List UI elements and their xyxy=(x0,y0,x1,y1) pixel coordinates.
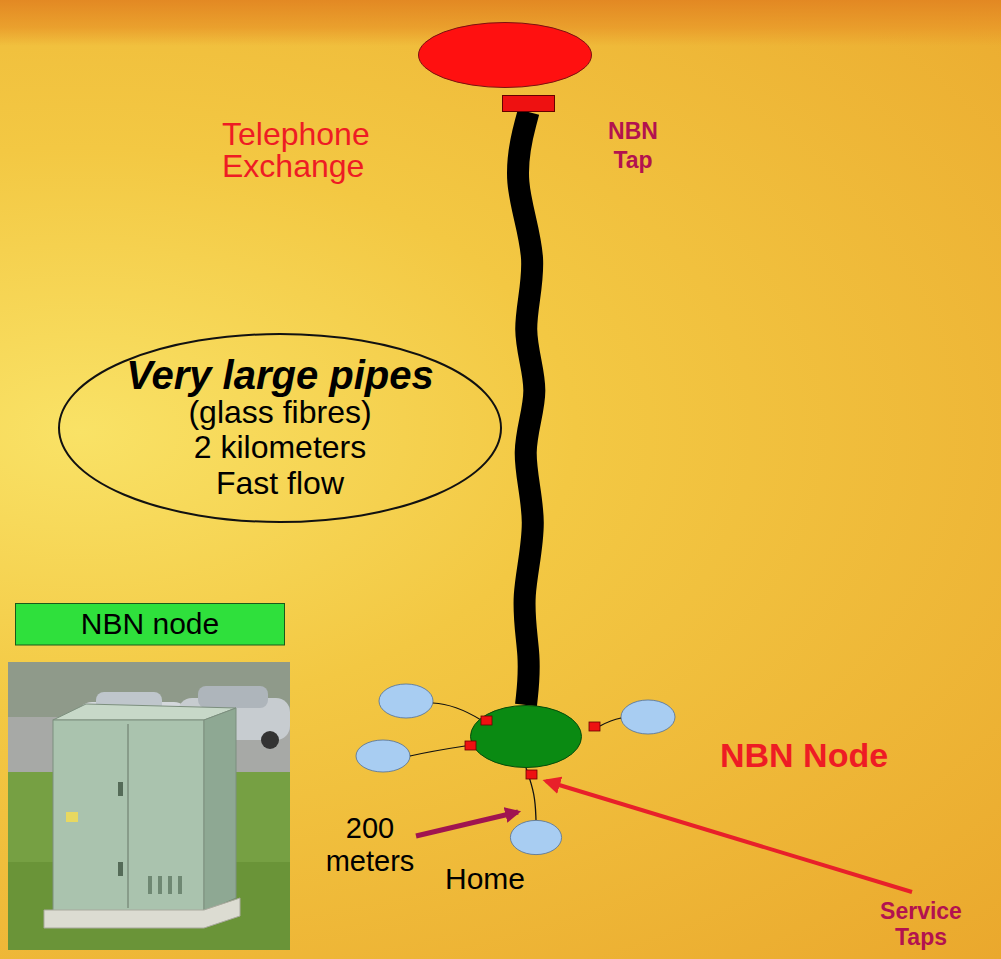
service-tap xyxy=(589,722,600,731)
exchange-ellipse xyxy=(419,23,592,88)
cabinet-top xyxy=(53,704,236,720)
cabinet-door-line xyxy=(127,724,129,908)
home-ellipse xyxy=(621,700,675,734)
home-ellipse-outline xyxy=(510,820,562,855)
callout-text: (glass fibres) xyxy=(188,395,371,430)
cabinet-front xyxy=(53,720,204,912)
tap-box: NBN Tap xyxy=(502,95,555,112)
home-ellipse xyxy=(510,820,561,854)
photo-car xyxy=(198,686,268,708)
node-heading: Home xyxy=(445,862,525,895)
cabinet-side xyxy=(204,708,236,912)
service-line xyxy=(410,746,465,756)
exchange-ellipse: Telephone Exchange xyxy=(418,22,592,88)
leader-arrow xyxy=(416,812,518,836)
callout-ellipse xyxy=(59,334,501,522)
node-heading: NBN Tap xyxy=(598,117,668,175)
service-line xyxy=(600,718,621,726)
home-ellipse xyxy=(356,740,410,772)
photo-ground xyxy=(8,662,290,950)
callout-text: Fast flow xyxy=(216,466,344,501)
node-ellipse xyxy=(471,706,582,768)
cabinet-vents xyxy=(148,876,182,894)
cabinet-base xyxy=(44,898,240,928)
box-label: NBN node xyxy=(81,607,219,642)
callout-heading: Very large pipes xyxy=(126,355,434,395)
photo-wheel xyxy=(261,731,279,749)
home-ellipse xyxy=(379,684,433,718)
home-ellipse: Home xyxy=(510,820,562,855)
callout-ellipse: Very large pipes(glass fibres)2 kilomete… xyxy=(58,333,502,523)
tap-box xyxy=(503,96,555,112)
node-ellipse: NBN Node xyxy=(470,705,582,768)
exchange-ellipse-outline xyxy=(418,22,592,88)
node-ellipse-outline xyxy=(470,705,582,768)
fibre-cable xyxy=(518,112,534,705)
callout-text: 2 kilometers xyxy=(194,430,367,465)
service-tap xyxy=(526,770,537,779)
service-line xyxy=(526,768,536,820)
node-photo xyxy=(8,662,290,950)
node-heading: Telephone Exchange xyxy=(222,118,422,182)
service-tap xyxy=(465,741,476,750)
cabinet-handle xyxy=(118,782,123,796)
tap-box-outline xyxy=(502,95,555,112)
leader-arrow xyxy=(546,781,912,892)
cabinet-sticker xyxy=(66,812,78,822)
dimension-label: 200 meters xyxy=(322,812,418,879)
service-tap xyxy=(481,716,492,725)
cabinet-handle xyxy=(118,862,123,876)
label-box: NBN node xyxy=(15,603,285,646)
service-line xyxy=(433,703,481,720)
label-box xyxy=(16,604,285,646)
callout-label: Service Taps xyxy=(862,898,980,951)
node-heading: NBN Node xyxy=(720,737,888,774)
